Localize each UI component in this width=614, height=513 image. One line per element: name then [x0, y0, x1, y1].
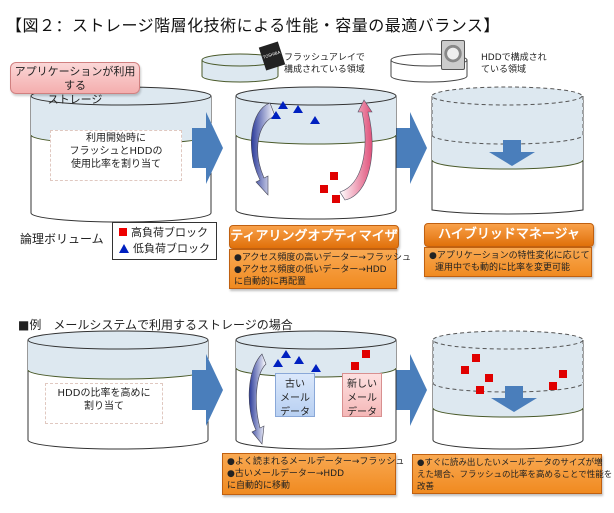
- hybrid-manager-description: ●アプリケーションの特性変化に応じて 運用中でも動的に比率を変更可能: [424, 247, 592, 277]
- flow-arrow-1: [192, 112, 223, 184]
- app-storage-label: アプリケーションが利用する ストレージ: [10, 62, 140, 106]
- hybrid-manager-header: ハイブリッドマネージャ: [424, 223, 594, 247]
- ratio-shift-arrow: [489, 140, 535, 166]
- flow-arrow-3: [192, 354, 223, 426]
- mail-low-load-blocks: [273, 350, 321, 372]
- mail-high-load-blocks: [351, 350, 370, 370]
- hdd-legend-label: HDDで構成され ている領域: [481, 53, 547, 75]
- promote-arrow: [339, 99, 373, 201]
- flash-legend-cylinder: [201, 53, 279, 83]
- flow-arrow-4: [396, 354, 427, 426]
- old-mail-data-box: 古い メール データ: [275, 373, 315, 418]
- mail-tiering-description: ●よく読まれるメールデーター→フラッシュ ●古いメールデーター→HDD に自動的…: [222, 453, 404, 495]
- high-load-square-icon: [119, 228, 127, 236]
- example-heading: ■例 メールシステムで利用するストレージの場合: [18, 318, 293, 332]
- mail-hybrid-high-load-blocks: [461, 354, 567, 394]
- new-mail-data-box: 新しい メール データ: [342, 373, 382, 418]
- flow-arrow-2: [396, 112, 427, 184]
- hdd-icon: [441, 40, 465, 70]
- low-load-blocks: [271, 101, 320, 124]
- mail-demote-arrow: [248, 353, 267, 445]
- legend-high-load: 高負荷ブロック: [119, 225, 210, 241]
- logical-volume-label: 論理ボリューム: [20, 232, 104, 246]
- low-load-triangle-icon: [119, 244, 129, 253]
- mail-ratio-shift-arrow: [491, 386, 537, 412]
- mail-hybrid-description: ●すぐに読み出したいメールデータのサイズが増 えた場合、フラッシュの比率を高める…: [412, 454, 612, 494]
- tiering-optimizer-header: ティアリングオプティマイザー: [229, 225, 399, 266]
- block-legend: 高負荷ブロック 低負荷ブロック: [112, 222, 217, 260]
- mail-initial-allocation-text: HDDの比率を高めに 割り当て: [45, 383, 163, 424]
- initial-allocation-text: 利用開始時に フラッシュとHDDの 使用比率を割り当て: [50, 130, 182, 181]
- high-load-blocks: [320, 172, 340, 203]
- figure-title: 【図２：ストレージ階層化技術による性能・容量の最適バランス】: [6, 16, 500, 35]
- flash-legend-label: フラッシュアレイで 構成されている領域: [284, 53, 365, 75]
- tiering-optimizer-description: ●アクセス頻度の高いデーター→フラッシュ ●アクセス頻度の低いデーター→HDD …: [229, 249, 411, 289]
- legend-low-load: 低負荷ブロック: [119, 241, 210, 257]
